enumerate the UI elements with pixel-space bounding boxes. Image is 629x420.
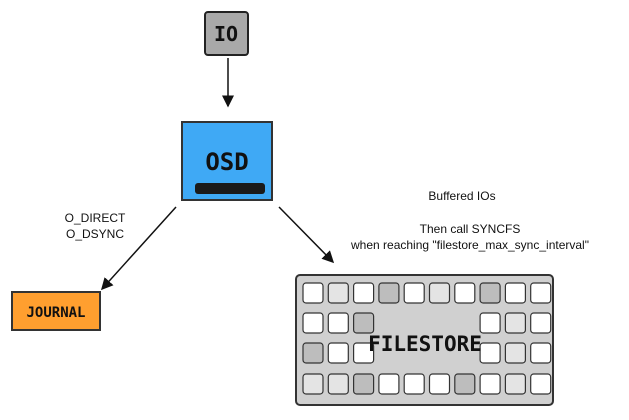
osd-disk-bar [195,183,265,194]
journal-node: JOURNAL [11,291,101,331]
journal-edge-label-1: O_DIRECT [65,211,126,225]
filestore-cell [530,312,552,334]
filestore-cell [479,373,501,395]
filestore-cell [530,282,552,304]
arrow-osd-to-journal [100,206,177,291]
filestore-cell [428,282,451,304]
filestore-edge-label-2: Then call SYNCFS [420,222,521,236]
io-node: IO [204,11,249,56]
filestore-cell [353,373,375,395]
io-box [204,11,249,56]
filestore-cell [504,312,526,334]
filestore-cell [454,282,476,304]
filestore-cell [302,373,324,395]
filestore-cell [302,282,324,304]
osd-label: OSD [205,148,248,176]
filestore-edge-label-1: Buffered IOs [428,189,495,203]
filestore-cell [327,373,349,395]
osd-node: OSD [181,121,273,201]
filestore-cell [378,373,400,395]
filestore-cell [403,282,425,304]
filestore-cell [504,282,526,304]
filestore-cell [504,342,526,364]
filestore-cell [479,312,501,334]
filestore-cell [530,342,552,364]
filestore-cell [378,282,400,304]
filestore-cell [479,282,501,304]
filestore-cell [327,282,349,304]
filestore-cell [327,342,349,364]
journal-label: JOURNAL [26,305,85,321]
filestore-edge-label-3: when reaching "filestore_max_sync_interv… [350,238,589,252]
filestore-cell [353,282,375,304]
filestore-label: FILESTORE [368,332,482,356]
filestore-cells [302,282,552,395]
filestore-node: FILESTORE [295,274,554,406]
arrow-osd-to-filestore [278,206,335,264]
journal-edge-label-2: O_DSYNC [66,227,124,241]
io-label: IO [214,22,238,46]
filestore-cell [479,342,501,364]
filestore-cell [353,312,375,334]
filestore-cell [454,373,476,395]
filestore-box [295,274,554,406]
filestore-cell [353,342,375,364]
journal-box [11,291,101,331]
filestore-cell [302,342,324,364]
filestore-cell [403,373,425,395]
filestore-cell [428,373,451,395]
filestore-cell [302,312,324,334]
filestore-cell [504,373,526,395]
filestore-cell [530,373,552,395]
filestore-cell [327,312,349,334]
